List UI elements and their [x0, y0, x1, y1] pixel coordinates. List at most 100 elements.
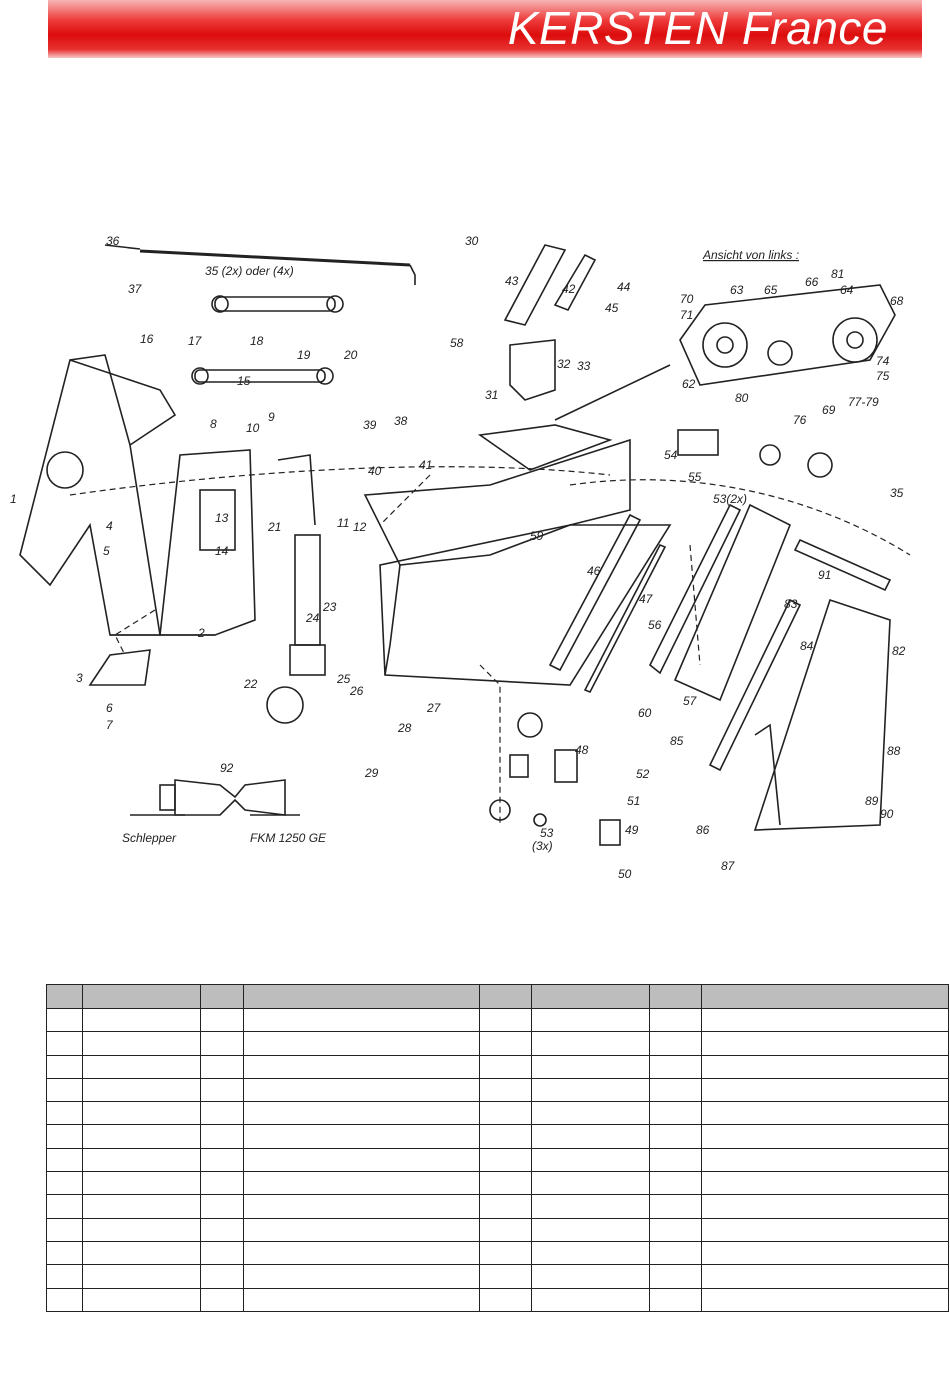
- table-cell: [479, 1101, 532, 1126]
- part-label: 62: [682, 377, 696, 391]
- part-label: 63: [730, 283, 744, 297]
- part-label: 58: [450, 336, 464, 350]
- part-label: 24: [305, 611, 320, 625]
- table-cell: [479, 1240, 532, 1266]
- table-cell: [649, 1124, 702, 1149]
- part-label: 12: [353, 520, 367, 534]
- part-label: 44: [617, 280, 631, 294]
- part-label: 85: [670, 734, 684, 748]
- table-row: [46, 1007, 949, 1033]
- part-label: 49: [625, 823, 639, 837]
- table-cell: [649, 1217, 702, 1242]
- table-cell: [649, 1147, 702, 1173]
- table-cell: [531, 1240, 650, 1266]
- part-label: 30: [465, 234, 479, 248]
- part-label: 40: [368, 464, 382, 478]
- table-cell: [701, 1147, 949, 1173]
- column-header: [200, 984, 244, 1009]
- table-cell: [200, 1287, 244, 1312]
- part-label: 68: [890, 294, 904, 308]
- table-cell: [479, 1171, 532, 1196]
- part-label: 82: [892, 644, 906, 658]
- part-label: 60: [638, 706, 652, 720]
- table-cell: [200, 1077, 244, 1103]
- table-cell: [479, 1264, 532, 1289]
- part-label: 92: [220, 761, 234, 775]
- part-label: 39: [363, 418, 377, 432]
- table-cell: [82, 1264, 201, 1289]
- table-cell: [243, 1194, 480, 1219]
- part-label: 64: [840, 283, 854, 297]
- part-label: 7: [106, 718, 114, 732]
- table-cell: [701, 1031, 949, 1056]
- table-cell: [82, 1194, 201, 1219]
- brand-title: KERSTEN France: [507, 2, 888, 54]
- part-label: 20: [343, 348, 358, 362]
- part-label: 9: [268, 410, 275, 424]
- part-label: 57: [683, 694, 698, 708]
- qty-label: (3x): [532, 839, 553, 853]
- part-label: 28: [397, 721, 412, 735]
- table-cell: [200, 1031, 244, 1056]
- table-cell: [649, 1264, 702, 1289]
- table-cell: [701, 1007, 949, 1033]
- table-cell: [479, 1054, 532, 1079]
- table-cell: [82, 1007, 201, 1033]
- table-cell: [531, 1287, 650, 1312]
- table-cell: [701, 1124, 949, 1149]
- table-cell: [479, 1217, 532, 1242]
- table-cell: [46, 1264, 83, 1289]
- table-row: [46, 1054, 949, 1079]
- table-cell: [531, 1217, 650, 1242]
- part-label: 1: [10, 492, 17, 506]
- table-cell: [531, 1171, 650, 1196]
- table-cell: [531, 1077, 650, 1103]
- table-cell: [200, 1101, 244, 1126]
- qty-label: 53(2x): [713, 492, 747, 506]
- column-header: [701, 984, 949, 1009]
- table-cell: [46, 1287, 83, 1312]
- part-label: 86: [696, 823, 710, 837]
- table-cell: [649, 1054, 702, 1079]
- exploded-parts-diagram: 1 2 3 4 5 6 7 8 9 10 11 12 13 14 15 16 1…: [10, 234, 911, 881]
- part-label: 38: [394, 414, 408, 428]
- table-cell: [200, 1054, 244, 1079]
- part-label: 25: [336, 672, 351, 686]
- parts-table-body: [46, 1007, 949, 1312]
- table-cell: [200, 1007, 244, 1033]
- part-label: 13: [215, 511, 229, 525]
- part-label: 56: [648, 618, 662, 632]
- table-row: [46, 1264, 949, 1289]
- part-label: 10: [246, 421, 260, 435]
- table-cell: [701, 1264, 949, 1289]
- part-label: 42: [562, 282, 576, 296]
- table-cell: [46, 1101, 83, 1126]
- part-label: 90: [880, 807, 894, 821]
- table-cell: [243, 1031, 480, 1056]
- table-cell: [531, 1147, 650, 1173]
- part-label: 80: [735, 391, 749, 405]
- part-label: 27: [426, 701, 442, 715]
- table-row: [46, 1240, 949, 1266]
- table-cell: [243, 1171, 480, 1196]
- part-label: 75: [876, 369, 890, 383]
- part-label: 87: [721, 859, 736, 873]
- table-header-row: [46, 984, 949, 1009]
- table-row: [46, 1124, 949, 1149]
- table-cell: [479, 1077, 532, 1103]
- part-label: 43: [505, 274, 519, 288]
- table-cell: [649, 1007, 702, 1033]
- table-cell: [46, 1147, 83, 1173]
- table-row: [46, 1147, 949, 1173]
- part-label: 76: [793, 413, 807, 427]
- table-cell: [479, 1194, 532, 1219]
- part-label: 37: [128, 282, 143, 296]
- part-label: 74: [876, 354, 890, 368]
- table-cell: [649, 1031, 702, 1056]
- table-cell: [82, 1077, 201, 1103]
- table-cell: [243, 1124, 480, 1149]
- table-cell: [200, 1124, 244, 1149]
- part-label: 3: [76, 671, 83, 685]
- table-cell: [701, 1287, 949, 1312]
- part-label: 52: [636, 767, 650, 781]
